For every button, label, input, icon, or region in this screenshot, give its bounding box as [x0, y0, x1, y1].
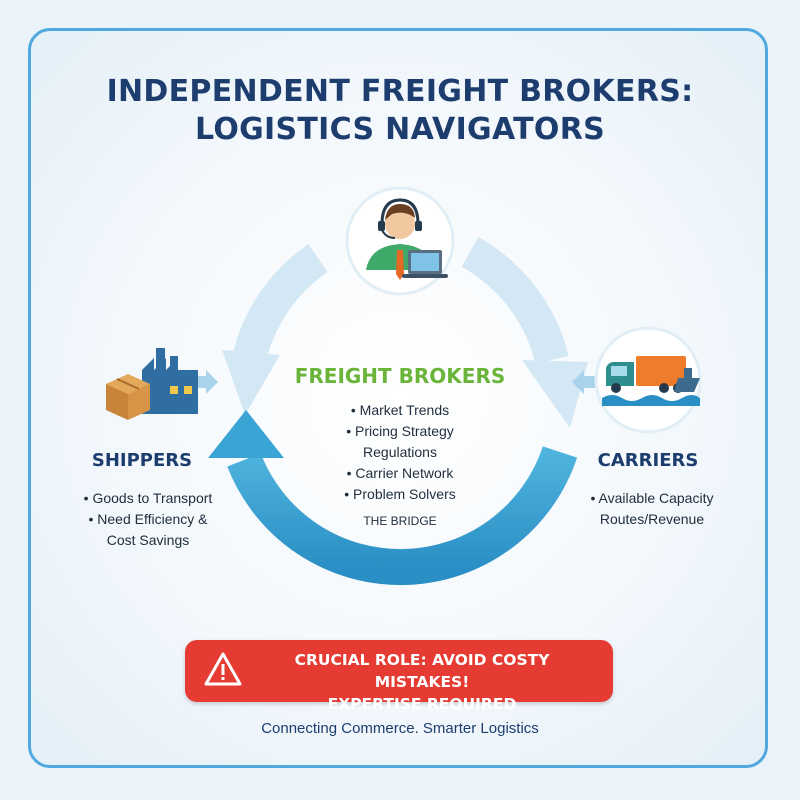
alert-line-1: CRUCIAL ROLE: AVOID COSTY MISTAKES! — [294, 651, 550, 691]
bottom-arrow — [208, 410, 578, 586]
title-line-2: LOGISTICS NAVIGATORS — [194, 112, 606, 147]
shippers-list: • Goods to Transport • Need Efficiency &… — [38, 488, 258, 551]
center-list-item: • Market Trends — [350, 402, 450, 418]
shippers-list-item: Cost Savings — [106, 532, 190, 548]
tagline: Connecting Commerce. Smarter Logistics — [261, 720, 539, 737]
center-list: • Market Trends • Pricing Strategy Regul… — [300, 400, 500, 505]
truck-ship-icon — [594, 326, 702, 434]
alert-line-2: EXPERTISE REQUIRED — [327, 695, 517, 713]
alert-text: CRUCIAL ROLE: AVOID COSTY MISTAKES! EXPE… — [247, 649, 597, 715]
carriers-title: CARRIERS — [597, 450, 699, 471]
alert-banner: CRUCIAL ROLE: AVOID COSTY MISTAKES! EXPE… — [185, 640, 613, 713]
shippers-list-item: • Need Efficiency & — [88, 511, 208, 527]
center-title: FREIGHT BROKERS — [294, 364, 506, 388]
center-list-item: • Pricing Strategy — [346, 423, 454, 439]
warning-icon — [204, 652, 242, 686]
center-list-item: • Carrier Network — [346, 465, 454, 481]
center-tag: THE BRIDGE — [363, 514, 437, 528]
top-right-arrow — [461, 237, 588, 428]
factory-box-icon — [106, 348, 198, 420]
shippers-title: SHIPPERS — [91, 450, 193, 471]
center-list-item: • Problem Solvers — [344, 486, 456, 502]
shippers-list-item: • Goods to Transport — [83, 490, 213, 506]
carriers-list-item: Routes/Revenue — [599, 511, 705, 527]
center-list-item: Regulations — [363, 444, 437, 460]
top-left-arrow — [222, 243, 328, 415]
broker-headset-laptop-icon — [345, 186, 455, 296]
carriers-list: • Available Capacity Routes/Revenue — [542, 488, 762, 530]
carrier-arrow-icon — [572, 370, 598, 394]
title-line-1: INDEPENDENT FREIGHT BROKERS: — [106, 74, 694, 109]
carriers-list-item: • Available Capacity — [590, 490, 714, 506]
